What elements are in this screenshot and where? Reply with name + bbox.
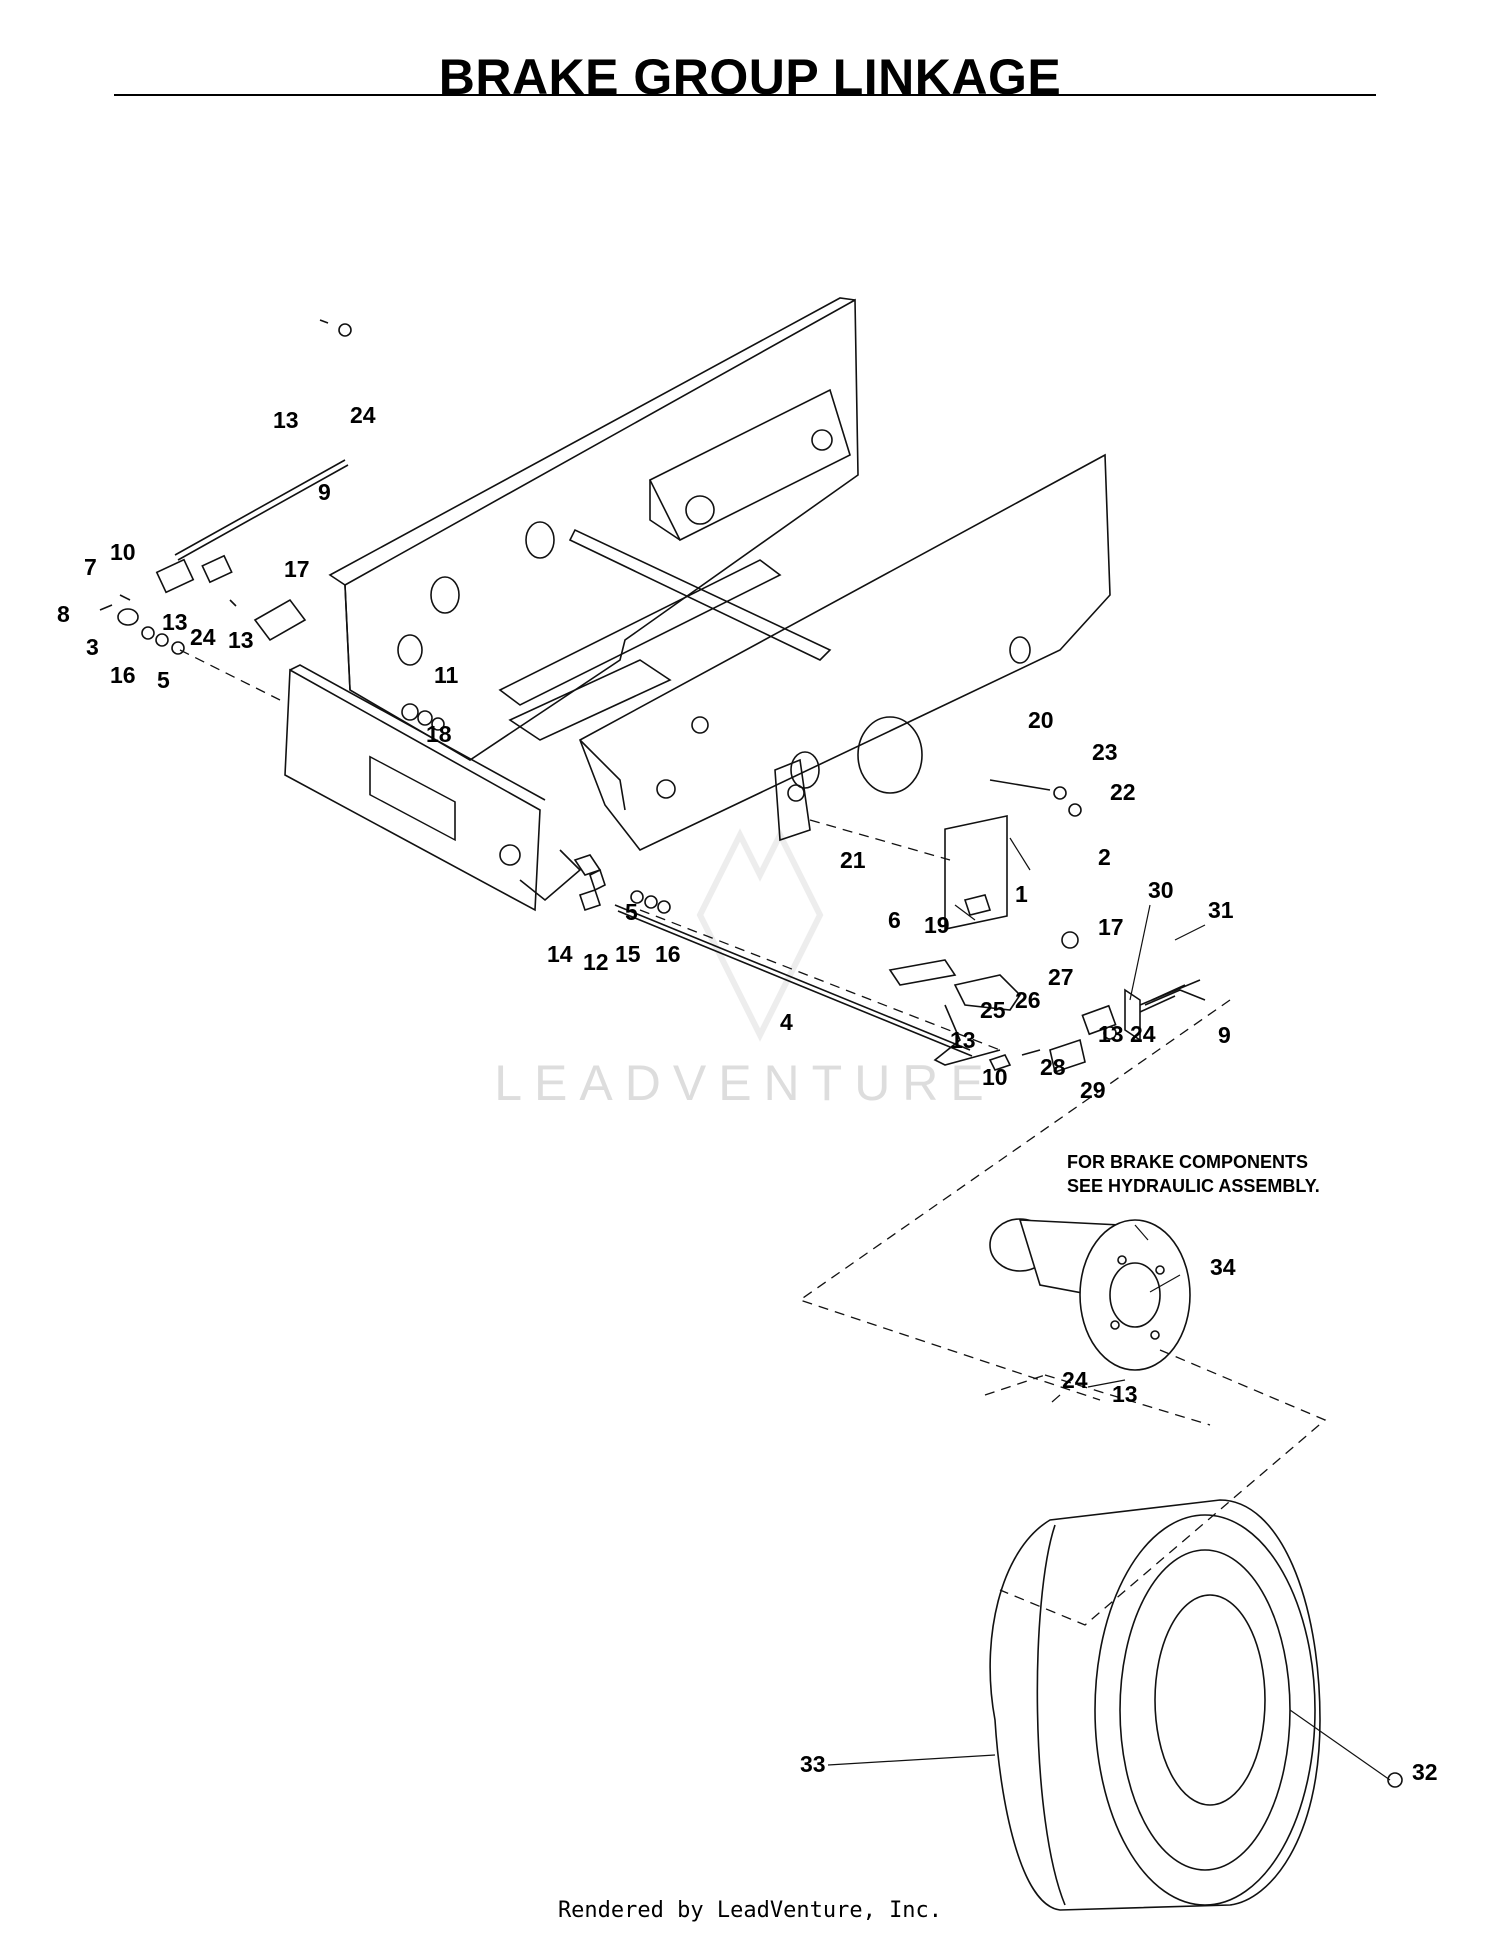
- callout: 24: [190, 624, 216, 650]
- right-linkage-parts: [573, 779, 1186, 1074]
- callout: 5: [625, 899, 638, 925]
- hydraulic-motor: [989, 1218, 1191, 1371]
- brake-rods: [174, 459, 1206, 1057]
- callout: 7: [84, 554, 97, 580]
- callout: 23: [1092, 739, 1118, 765]
- callout: 12: [583, 949, 609, 975]
- callout: 3: [86, 634, 99, 660]
- frame-assembly: [284, 297, 1111, 912]
- callout: 5: [157, 667, 170, 693]
- callout: 27: [1048, 964, 1074, 990]
- callouts: 13 24 9 10 7 17 8 13 3 24 13 16 5 11 18 …: [57, 402, 1438, 1785]
- callout: 13: [950, 1027, 976, 1053]
- callout: 6: [888, 907, 901, 933]
- title-underline: [114, 94, 1376, 96]
- callout: 19: [924, 912, 950, 938]
- callout: 13: [162, 609, 188, 635]
- callout: 13: [1098, 1021, 1124, 1047]
- callout: 28: [1040, 1054, 1066, 1080]
- callout: 9: [318, 479, 331, 505]
- callout: 15: [615, 941, 641, 967]
- callout: 13: [273, 407, 299, 433]
- callout: 16: [110, 662, 136, 688]
- callout: 31: [1208, 897, 1234, 923]
- note-line-1: FOR BRAKE COMPONENTS: [1067, 1152, 1308, 1172]
- callout: 21: [840, 847, 866, 873]
- callout: 33: [800, 1751, 826, 1777]
- callout: 16: [655, 941, 681, 967]
- callout: 24: [350, 402, 376, 428]
- callout: 34: [1210, 1254, 1236, 1280]
- callout: 10: [982, 1064, 1008, 1090]
- left-linkage-parts: [99, 319, 445, 731]
- callout: 13: [1112, 1381, 1138, 1407]
- footer-credit: Rendered by LeadVenture, Inc.: [557, 1898, 943, 1923]
- callout: 9: [1218, 1022, 1231, 1048]
- callout: 8: [57, 601, 70, 627]
- callout: 17: [284, 556, 310, 582]
- callout: 22: [1110, 779, 1136, 805]
- callout: 29: [1080, 1077, 1106, 1103]
- callout: 20: [1028, 707, 1054, 733]
- assembly-lines: [179, 649, 1327, 1626]
- callout: 10: [110, 539, 136, 565]
- wheel-tire: [989, 1499, 1403, 1911]
- callout: 24: [1062, 1367, 1088, 1393]
- callout: 25: [980, 997, 1006, 1023]
- callout: 32: [1412, 1759, 1438, 1785]
- callout: 4: [780, 1009, 793, 1035]
- leader-lines: [827, 837, 1391, 1781]
- callout: 18: [426, 721, 452, 747]
- callout: 2: [1098, 844, 1111, 870]
- callout: 1: [1015, 881, 1028, 907]
- callout: 14: [547, 941, 573, 967]
- callout: 26: [1015, 987, 1041, 1013]
- callout: 30: [1148, 877, 1174, 903]
- callout: 17: [1098, 914, 1124, 940]
- callout: 13: [228, 627, 254, 653]
- callout: 24: [1130, 1021, 1156, 1047]
- callout: 11: [434, 662, 459, 688]
- watermark-text: LEADVENTURE: [494, 1055, 996, 1111]
- brake-lever: [888, 959, 1022, 1066]
- watermark-logo: [696, 828, 824, 1042]
- note-line-2: SEE HYDRAULIC ASSEMBLY.: [1067, 1176, 1320, 1196]
